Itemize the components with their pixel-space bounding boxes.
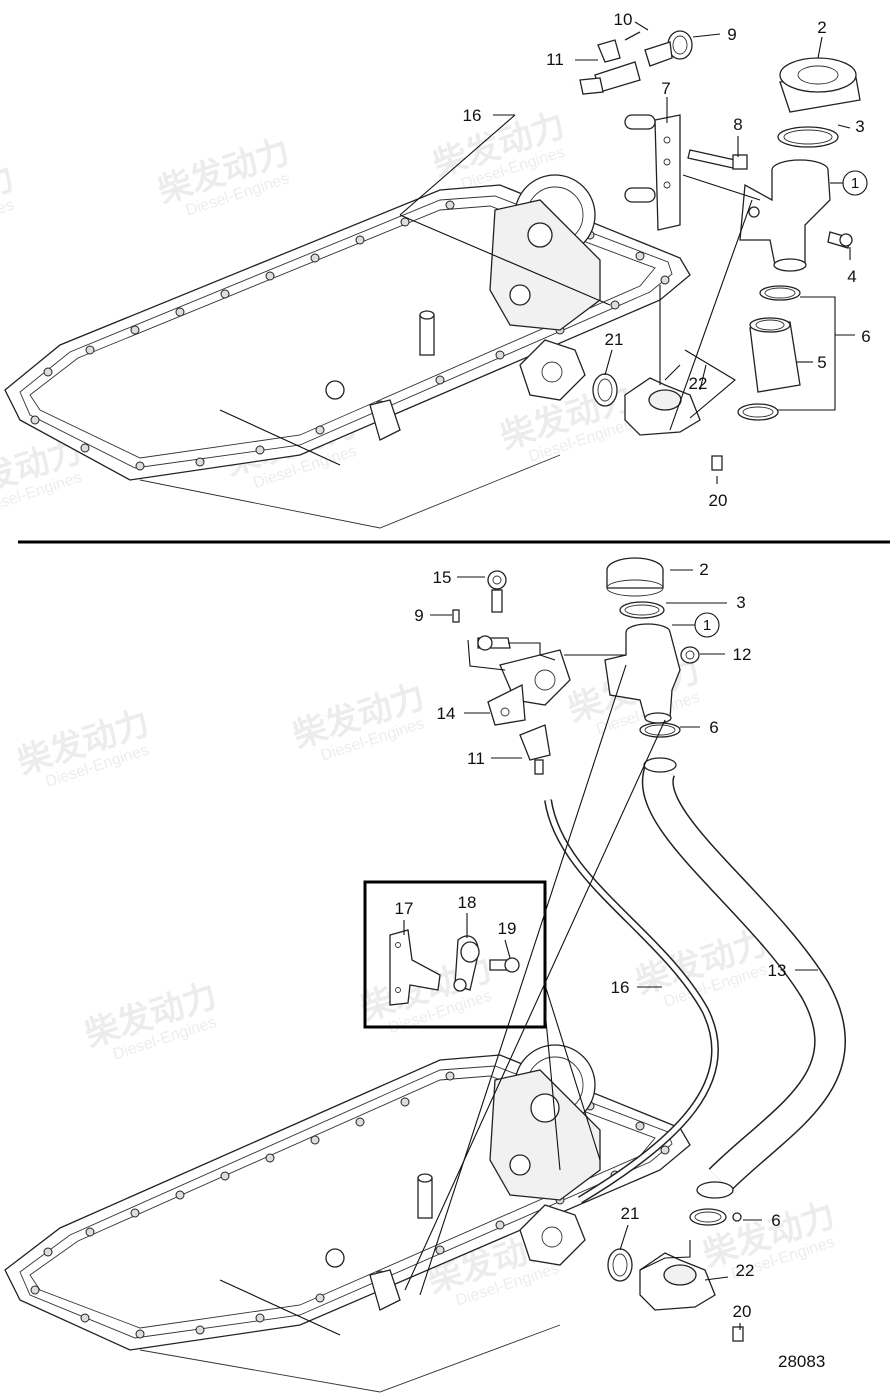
dipstick-bottom	[452, 570, 571, 775]
callout-2: 2	[817, 18, 826, 37]
callout-11: 11	[546, 50, 564, 69]
dipstick-tube-16	[544, 799, 719, 1204]
callout-6: 6	[861, 327, 870, 346]
callout-1: 1	[703, 617, 711, 634]
callout-20: 20	[709, 491, 728, 510]
callout-3: 3	[855, 117, 864, 136]
oil-pump-top	[325, 174, 601, 441]
callouts-top: 10 9 11 16 7 8 2 3 1 4 6 5 21 22 20	[463, 10, 871, 510]
callout-11: 11	[467, 749, 485, 768]
leader-lines-top	[399, 21, 855, 484]
callout-18: 18	[458, 893, 477, 912]
inset-box	[363, 880, 601, 1171]
callout-9: 9	[414, 606, 423, 625]
callout-16: 16	[611, 978, 630, 997]
leader-lines-bottom	[403, 569, 818, 1330]
callout-1: 1	[851, 175, 859, 192]
drain-fitting-bottom	[519, 1204, 744, 1342]
callout-3: 3	[736, 593, 745, 612]
callout-8: 8	[733, 115, 742, 134]
callout-22: 22	[689, 374, 708, 393]
top-view: 10 9 11 16 7 8 2 3 1 4 6 5 21 22 20	[4, 10, 871, 529]
callout-19: 19	[498, 919, 517, 938]
callout-12: 12	[733, 645, 752, 664]
callout-9: 9	[727, 25, 736, 44]
oil-pump-bottom	[325, 1044, 601, 1311]
drain-fitting-top	[519, 339, 723, 471]
filler-hose-13	[641, 757, 846, 1226]
drawing-number: 28083	[778, 1352, 825, 1371]
callout-21: 21	[605, 330, 624, 349]
callout-1-circle	[842, 170, 868, 196]
callout-15: 15	[433, 568, 452, 587]
callouts-bottom: 15 9 14 11 2 3 1 12 6 17 18 19 16 13 6 2…	[395, 560, 787, 1321]
callout-16: 16	[463, 106, 482, 125]
filler-pipe-top	[624, 57, 861, 421]
callout-4: 4	[847, 267, 856, 286]
callout-5: 5	[817, 353, 826, 372]
callout-14: 14	[437, 704, 456, 723]
callout-10: 10	[614, 10, 633, 29]
bottom-view: 15 9 14 11 2 3 1 12 6 17 18 19 16 13 6 2…	[4, 557, 846, 1393]
callout-17: 17	[395, 899, 414, 918]
callout-6-upper: 6	[709, 718, 718, 737]
callout-6-lower: 6	[771, 1211, 780, 1230]
callout-1-circle	[694, 612, 720, 638]
callout-21: 21	[621, 1204, 640, 1223]
dipstick-top	[499, 30, 693, 122]
watermark-text: Diesel-Engines	[0, 197, 16, 246]
callout-13: 13	[768, 961, 787, 980]
callout-7: 7	[661, 79, 670, 98]
callout-20: 20	[733, 1302, 752, 1321]
callout-22: 22	[736, 1261, 755, 1280]
callout-2: 2	[699, 560, 708, 579]
